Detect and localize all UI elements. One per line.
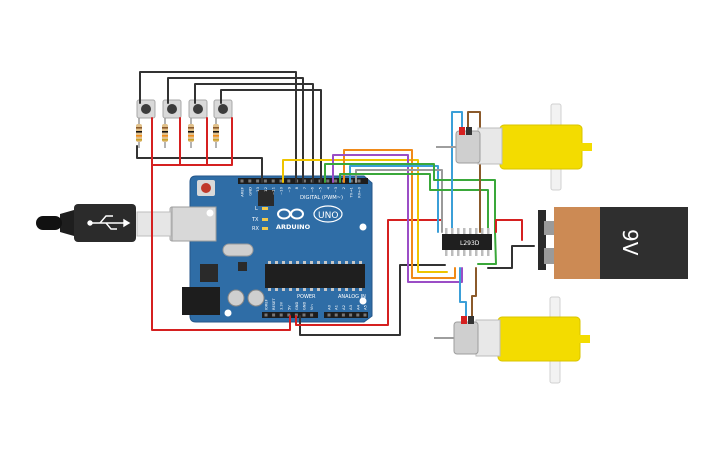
digital-header-label: DIGITAL (PWM~) <box>300 195 343 201</box>
analog-pin-label: A3 <box>348 304 353 310</box>
wire-gnd-driver <box>299 264 446 336</box>
power-pin-label: GND <box>303 302 307 310</box>
digital-pin-label: GND <box>247 187 252 196</box>
arduino-brand-label: ARDUINO <box>276 223 311 231</box>
push-button-3[interactable] <box>188 99 208 119</box>
digital-pin-label: 12 <box>263 186 268 191</box>
resistor-4 <box>213 118 219 148</box>
wire-motor2-a <box>459 267 467 323</box>
push-button-4[interactable] <box>213 99 233 119</box>
crystal-oscillator <box>222 243 254 257</box>
digital-pin-label: 2 <box>341 186 346 189</box>
led-l-label: L <box>255 206 258 212</box>
power-header-label: POWER <box>297 294 316 300</box>
analog-pin-label: A1 <box>334 304 339 310</box>
push-button-2[interactable] <box>162 99 182 119</box>
wire-button3 <box>194 83 314 183</box>
battery-9v[interactable]: 9V <box>538 207 688 279</box>
power-pin-label: 3.3V <box>280 301 284 310</box>
arduino-model-label: UNO <box>318 211 338 221</box>
arduino-logo: ARDUINO <box>276 208 311 231</box>
usb-port <box>171 206 217 242</box>
power-pin-label: RESET <box>272 298 276 310</box>
atmega-chip <box>265 261 365 291</box>
power-pin-label: GND <box>295 302 299 310</box>
analog-pin-label: A2 <box>341 304 346 310</box>
wire-5v-driver <box>295 219 443 326</box>
wire-button-gnd <box>136 145 263 183</box>
wire-button4 <box>220 89 322 183</box>
digital-pin-label: AREF <box>240 187 245 197</box>
wire-battery-negative <box>487 245 535 269</box>
wires <box>136 71 535 336</box>
analog-header <box>324 312 368 318</box>
analog-pin-label: A4 <box>355 304 360 310</box>
wire-battery-positive <box>495 219 523 241</box>
battery-label: 9V <box>618 229 642 256</box>
wire-motor1-a <box>451 111 463 233</box>
push-buttons <box>136 99 233 148</box>
power-pin-label: 5V <box>287 305 291 310</box>
analog-pin-label: A0 <box>327 304 332 310</box>
wire-5v-rail <box>151 117 291 331</box>
digital-pin-label: ~5 <box>318 186 323 192</box>
power-pin-label: Vin <box>310 304 314 310</box>
resistor-2 <box>162 118 168 148</box>
analog-pin-label: A5 <box>363 304 368 310</box>
digital-pin-label: 13 <box>255 186 260 191</box>
wire-gray-signal <box>355 169 443 233</box>
driver-chip-label: L293D <box>460 240 480 247</box>
push-button-1[interactable] <box>136 99 156 119</box>
digital-pin-label: RX←0 <box>357 186 362 197</box>
dc-motor-2[interactable] <box>434 296 590 384</box>
wire-motor2-b <box>471 267 477 323</box>
digital-pin-label: ~6 <box>310 186 315 192</box>
analog-header-label: ANALOG IN <box>338 294 366 300</box>
dc-power-jack <box>182 287 220 315</box>
wire-green-signal <box>339 173 489 233</box>
digital-pin-label: ~9 <box>286 186 291 192</box>
digital-pin-label: ~3 <box>333 186 338 192</box>
digital-pin-label: ~10 <box>279 186 284 195</box>
wire-yellow-signal <box>282 159 448 273</box>
wire-purple-signal <box>332 154 463 283</box>
l293d-driver[interactable]: L293D <box>442 228 492 256</box>
resistor-1 <box>136 118 142 148</box>
dc-motor-1[interactable] <box>436 103 592 191</box>
power-pin-label: IOREF <box>265 299 269 310</box>
led-tx-label: TX <box>251 217 259 223</box>
led-rx-label: RX <box>252 226 259 232</box>
wire-button1 <box>139 71 297 183</box>
digital-pin-label: 7 <box>302 186 307 189</box>
digital-pin-label: TX→1 <box>349 186 354 198</box>
digital-pin-label: 8 <box>294 186 299 189</box>
wire-button2 <box>167 77 304 183</box>
wire-motor1-b <box>467 111 481 233</box>
resistor-3 <box>188 118 194 148</box>
digital-pin-label: ~11 <box>271 186 276 195</box>
digital-pin-label: 4 <box>325 186 330 189</box>
usb-symbol-icon <box>87 215 131 230</box>
